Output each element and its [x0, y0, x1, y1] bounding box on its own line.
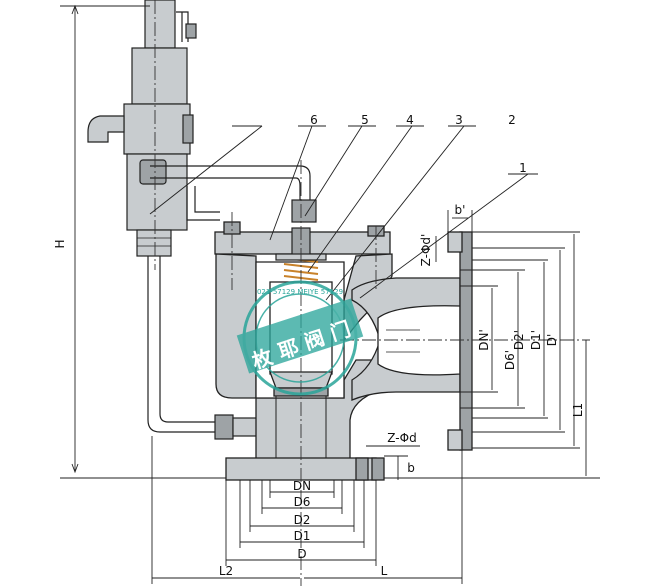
dim-label-dn: DN [293, 479, 311, 493]
dimension-lines [60, 4, 600, 584]
part-leaders [149, 125, 538, 301]
dim-label-l: L [381, 564, 388, 578]
dim-label-l2: L2 [219, 564, 233, 578]
pilot-side-nut [185, 23, 197, 39]
pilot-spout [87, 115, 125, 143]
dim-label-d: D [297, 547, 306, 561]
dim-label-d6-prime: D6' [503, 350, 517, 370]
outlet-flange [459, 231, 473, 451]
dim-label-z-phi-d-prime: Z-Φd' [419, 234, 433, 267]
part-number-1: 1 [519, 161, 527, 175]
pilot-bottom-fitting [136, 229, 172, 257]
sensing-tube-lower [147, 256, 220, 433]
pilot-upper-body [131, 47, 188, 105]
dim-label-d2-prime: D2' [512, 330, 526, 350]
part-number-4: 4 [406, 113, 414, 127]
dim-label-dn-prime: DN' [477, 329, 491, 351]
upper-chamber [215, 253, 257, 399]
pilot-top-rod [144, 0, 176, 49]
dim-label-b: b [407, 461, 415, 475]
dim-label-d2: D2 [294, 513, 311, 527]
pilot-middle-body [123, 103, 191, 155]
dim-label-h: H [53, 239, 67, 248]
pilot-middle-cap [182, 114, 194, 144]
dim-label-d1: D1 [294, 529, 311, 543]
part-number-5: 5 [361, 113, 369, 127]
dim-label-d6: D6 [294, 495, 311, 509]
pilot-assembly [87, 0, 197, 257]
part-number-6: 6 [310, 113, 318, 127]
dim-label-d-prime: D' [545, 334, 559, 347]
pilot-nut [139, 159, 167, 185]
nozzle [275, 396, 327, 458]
stamp-ring-text: 021-57129 MEIYE 57129 [257, 288, 343, 296]
dim-label-z-phi-d: Z-Φd [387, 431, 416, 445]
part-number-2: 2 [508, 113, 516, 127]
part-number-3: 3 [455, 113, 463, 127]
dim-label-b-prime: b' [455, 203, 466, 217]
centerlines [154, 0, 590, 586]
dim-label-l1: L1 [571, 403, 585, 417]
stamp-watermark [236, 280, 364, 396]
dim-label-d1-prime: D1' [529, 330, 543, 350]
sensing-tube-upper [150, 165, 311, 221]
